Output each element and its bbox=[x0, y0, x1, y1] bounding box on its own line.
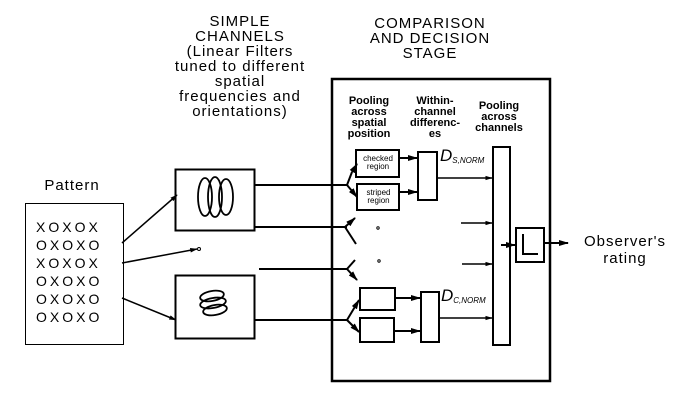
label-line: position bbox=[347, 128, 391, 140]
lower-region-box-2 bbox=[359, 317, 395, 343]
d-subscript: S,NORM bbox=[452, 156, 485, 165]
checked-region-label: checked region bbox=[357, 155, 399, 171]
label-line: differenc- bbox=[409, 117, 461, 129]
label-line: Within- bbox=[416, 95, 454, 107]
d-c-norm-label: DC,NORM bbox=[441, 286, 486, 306]
pattern-title: Pattern bbox=[44, 177, 100, 194]
heading-line: frequencies and bbox=[179, 88, 301, 105]
striped-region-box bbox=[356, 183, 400, 211]
d-s-norm-label: DS,NORM bbox=[440, 146, 484, 166]
label-line: striped bbox=[366, 188, 391, 197]
label-line: across bbox=[481, 111, 517, 123]
observers-rating-label: Observer's rating bbox=[570, 233, 680, 267]
heading-line: spatial bbox=[214, 73, 266, 90]
within-channel-box-2 bbox=[420, 291, 440, 343]
label-line: channels bbox=[475, 122, 523, 134]
checked-region-box bbox=[355, 149, 400, 178]
horizontal-filter-box bbox=[174, 274, 256, 340]
striped-region-label: striped region bbox=[358, 189, 399, 205]
pattern-to-top-filter bbox=[121, 194, 178, 244]
pattern-to-bottom-filter bbox=[121, 297, 177, 321]
pattern-row: OXOXO bbox=[36, 309, 103, 325]
comparison-stage-heading: COMPARISON AND DECISION STAGE bbox=[355, 16, 505, 61]
label-line: Observer's bbox=[583, 233, 667, 250]
pattern-row: OXOXO bbox=[36, 273, 103, 289]
heading-line: STAGE bbox=[402, 45, 458, 62]
label-line: Pooling bbox=[348, 95, 390, 107]
pooling-channels-label: Pooling across channels bbox=[468, 101, 530, 134]
decision-rule-icon bbox=[522, 234, 538, 255]
heading-line: COMPARISON bbox=[374, 15, 486, 32]
heading-line: SIMPLE bbox=[209, 13, 271, 30]
pattern-row: XOXOX bbox=[36, 219, 101, 235]
label-line: channel bbox=[414, 106, 456, 118]
label-line: region bbox=[367, 196, 390, 205]
pattern-to-middle-channel bbox=[121, 248, 198, 264]
vertical-gabor-icon bbox=[197, 176, 234, 218]
within-channel-box-1 bbox=[417, 151, 438, 201]
pattern-row: OXOXO bbox=[36, 291, 103, 307]
label-line: across bbox=[351, 106, 387, 118]
pooling-dot-2 bbox=[377, 259, 381, 263]
d-symbol: D bbox=[440, 146, 453, 165]
heading-line: orientations) bbox=[192, 103, 288, 120]
horizontal-gabor-icon bbox=[199, 289, 228, 317]
label-line: spatial bbox=[351, 117, 387, 129]
comparison-stage-box bbox=[330, 77, 552, 383]
pattern-grid: XOXOX OXOXO XOXOX OXOXO OXOXO OXOXO bbox=[36, 218, 102, 326]
lower-region-box-1 bbox=[359, 287, 396, 311]
pattern-row: OXOXO bbox=[36, 237, 103, 253]
pooling-spatial-label: Pooling across spatial position bbox=[340, 96, 398, 140]
label-line: rating bbox=[603, 250, 647, 267]
fork-3 bbox=[346, 259, 358, 281]
label-line: region bbox=[366, 162, 390, 171]
middle-channel-dot bbox=[197, 247, 201, 251]
label-line: checked bbox=[363, 154, 393, 163]
heading-line: AND DECISION bbox=[369, 30, 491, 47]
heading-line: CHANNELS bbox=[195, 28, 285, 45]
label-line: Pooling bbox=[478, 100, 520, 112]
heading-line: (Linear Filters bbox=[186, 43, 294, 60]
d-symbol: D bbox=[441, 286, 454, 305]
d-subscript: C,NORM bbox=[453, 296, 486, 305]
decision-box bbox=[515, 227, 545, 263]
within-channel-label: Within- channel differenc- es bbox=[403, 96, 467, 140]
vertical-filter-box bbox=[174, 168, 256, 232]
pooling-dot-1 bbox=[376, 226, 380, 230]
pattern-row: XOXOX bbox=[36, 255, 101, 271]
simple-channels-heading: SIMPLE CHANNELS (Linear Filters tuned to… bbox=[160, 14, 320, 119]
heading-line: tuned to different bbox=[174, 58, 306, 75]
fork-4 bbox=[346, 299, 360, 333]
label-line: es bbox=[428, 128, 442, 140]
fork-2 bbox=[344, 217, 357, 245]
pattern-box bbox=[25, 203, 124, 345]
